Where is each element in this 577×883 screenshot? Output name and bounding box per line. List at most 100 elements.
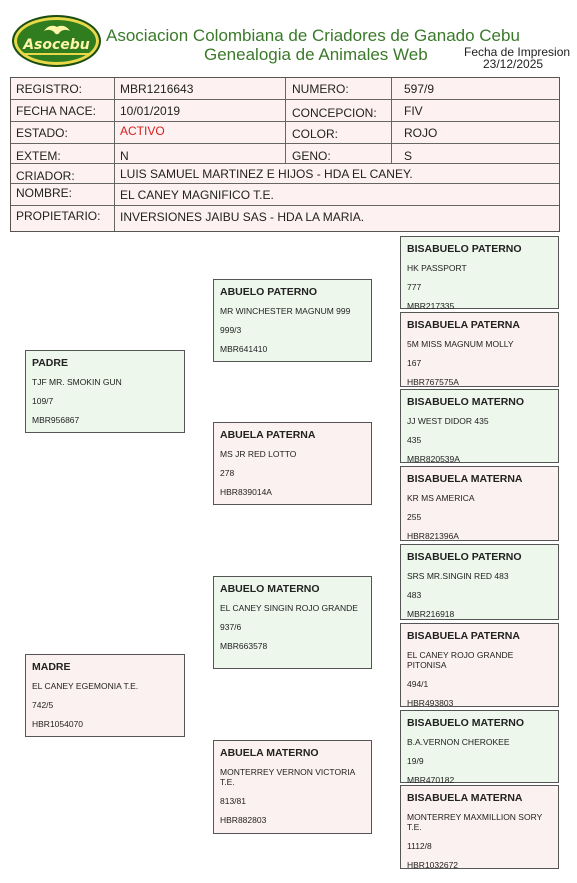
bisabuelo-paterno-box-1: BISABUELO PATERNO HK PASSPORT 777 MBR217…: [400, 236, 559, 311]
abuela-materno-title: ABUELA MATERNO: [220, 747, 319, 759]
padre-title: PADRE: [32, 357, 68, 369]
logo-stripe: [24, 53, 89, 55]
abuelo-paterno-number: 999/3: [220, 325, 242, 335]
nombre-value: EL CANEY MAGNIFICO T.E.: [120, 188, 274, 202]
fecha-nace-label: FECHA NACE:: [16, 104, 97, 118]
bisabuela-registry: HBR493803: [407, 698, 454, 708]
bisabuelo-registry: MBR217335: [407, 301, 455, 311]
print-date-value: 23/12/2025: [483, 57, 544, 71]
bisabuelo-title: BISABUELO MATERNO: [407, 717, 525, 729]
abuela-materno-registry: HBR882803: [220, 815, 267, 825]
page-subtitle: Genealogia de Animales Web: [204, 45, 428, 64]
color-label: COLOR:: [292, 127, 339, 141]
madre-registry: HBR1054070: [32, 719, 84, 729]
padre-name: TJF MR. SMOKIN GUN: [32, 377, 122, 387]
bisabuela-registry: HBR821396A: [407, 531, 459, 541]
bisabuela-number: 1112/8: [407, 841, 432, 851]
abuelo-materno-registry: MBR663578: [220, 641, 268, 651]
page-title: Asociacion Colombiana de Criadores de Ga…: [106, 26, 520, 45]
padre-registry: MBR956867: [32, 415, 80, 425]
madre-title: MADRE: [32, 661, 71, 673]
abuela-paterna-title: ABUELA PATERNA: [220, 429, 316, 441]
bisabuelo-materno-box-2: BISABUELO MATERNO B.A.VERNON CHEROKEE 19…: [400, 710, 559, 785]
bisabuela-name: EL CANEY ROJO GRANDE PITONISA: [407, 650, 514, 670]
padre-number: 109/7: [32, 396, 54, 406]
bisabuela-materna-box-1: BISABUELA MATERNA KR MS AMERICA 255 HBR8…: [400, 466, 559, 541]
bisabuela-registry: HBR1032672: [407, 860, 459, 870]
abuela-materno-name: MONTERREY VERNON VICTORIA T.E.: [220, 767, 355, 787]
abuela-paterna-number: 278: [220, 468, 235, 478]
bisabuela-name: KR MS AMERICA: [407, 493, 475, 503]
fecha-nace-value: 10/01/2019: [120, 104, 181, 118]
bisabuela-registry: HBR767575A: [407, 377, 459, 387]
madre-box: MADRE EL CANEY EGEMONIA T.E. 742/5 HBR10…: [25, 654, 185, 737]
abuelo-paterno-box: ABUELO PATERNO MR WINCHESTER MAGNUM 999 …: [213, 279, 372, 362]
concepcion-value: FIV: [404, 104, 423, 118]
bisabuelo-name: SRS MR.SINGIN RED 483: [407, 571, 509, 581]
criador-value: LUIS SAMUEL MARTINEZ E HIJOS - HDA EL CA…: [120, 167, 413, 181]
bisabuelo-name: B.A.VERNON CHEROKEE: [407, 737, 510, 747]
abuelo-paterno-title: ABUELO PATERNO: [220, 286, 318, 298]
abuela-materno-number: 813/81: [220, 796, 246, 806]
abuela-paterna-box: ABUELA PATERNA MS JR RED LOTTO 278 HBR83…: [213, 422, 372, 505]
madre-number: 742/5: [32, 700, 54, 710]
bisabuelo-materno-box-1: BISABUELO MATERNO JJ WEST DIDOR 435 435 …: [400, 389, 559, 464]
abuela-materno-box: ABUELA MATERNO MONTERREY VERNON VICTORIA…: [213, 740, 372, 834]
geno-label: GENO:: [292, 149, 331, 163]
abuelo-materno-title: ABUELO MATERNO: [220, 583, 320, 595]
bisabuela-number: 494/1: [407, 679, 429, 689]
bisabuelo-number: 435: [407, 435, 422, 445]
abuelo-materno-name: EL CANEY SINGIN ROJO GRANDE: [220, 603, 358, 613]
bisabuelo-paterno-box-2: BISABUELO PATERNO SRS MR.SINGIN RED 483 …: [400, 544, 559, 620]
bisabuelo-number: 19/9: [407, 756, 424, 766]
bisabuela-paterna-box-2: BISABUELA PATERNA EL CANEY ROJO GRANDE P…: [400, 623, 559, 708]
registro-label: REGISTRO:: [16, 82, 83, 96]
bisabuela-title: BISABUELA PATERNA: [407, 630, 520, 642]
bisabuela-title: BISABUELA MATERNA: [407, 473, 523, 485]
color-value: ROJO: [404, 126, 438, 140]
bisabuelo-name: HK PASSPORT: [407, 263, 467, 273]
bisabuelo-number: 483: [407, 590, 422, 600]
bisabuelo-title: BISABUELO PATERNO: [407, 551, 522, 563]
concepcion-label: CONCEPCION:: [292, 106, 377, 120]
print-date-label: Fecha de Impresion: [464, 45, 571, 59]
numero-label: NUMERO:: [292, 82, 349, 96]
nombre-label: NOMBRE:: [16, 186, 73, 200]
madre-name: EL CANEY EGEMONIA T.E.: [32, 681, 139, 691]
bull-icon: [44, 25, 70, 35]
bisabuela-paterna-box-1: BISABUELA PATERNA 5M MISS MAGNUM MOLLY 1…: [400, 312, 559, 387]
animal-info-table: REGISTRO: MBR1216643 NUMERO: 597/9 FECHA…: [10, 77, 560, 232]
abuela-paterna-registry: HBR839014A: [220, 487, 272, 497]
abuelo-materno-box: ABUELO MATERNO EL CANEY SINGIN ROJO GRAN…: [213, 576, 372, 669]
bisabuelo-registry: MBR820539A: [407, 454, 460, 464]
abuelo-paterno-registry: MBR641410: [220, 344, 268, 354]
criador-label: CRIADOR:: [16, 169, 75, 183]
bisabuelo-name: JJ WEST DIDOR 435: [407, 416, 489, 426]
extem-value: N: [120, 149, 129, 163]
bisabuela-number: 255: [407, 512, 422, 522]
registro-value: MBR1216643: [120, 82, 194, 96]
abuela-paterna-name: MS JR RED LOTTO: [220, 449, 297, 459]
bisabuela-name: 5M MISS MAGNUM MOLLY: [407, 339, 514, 349]
abuelo-materno-number: 937/6: [220, 622, 242, 632]
numero-value: 597/9: [404, 82, 435, 96]
estado-label: ESTADO:: [16, 126, 68, 140]
bisabuela-title: BISABUELA PATERNA: [407, 319, 520, 331]
estado-value: ACTIVO: [120, 124, 165, 138]
bisabuela-number: 167: [407, 358, 422, 368]
bisabuelo-number: 777: [407, 282, 422, 292]
logo-text: Asocebu: [23, 37, 90, 53]
propietario-value: INVERSIONES JAIBU SAS - HDA LA MARIA.: [120, 210, 365, 224]
propietario-label: PROPIETARIO:: [16, 209, 101, 223]
asocebu-logo: Asocebu: [12, 15, 101, 67]
bisabuela-name: MONTERREY MAXMILLION SORY T.E.: [407, 812, 543, 832]
abuelo-paterno-name: MR WINCHESTER MAGNUM 999: [220, 306, 351, 316]
padre-box: PADRE TJF MR. SMOKIN GUN 109/7 MBR956867: [25, 350, 185, 433]
bisabuelo-registry: MBR216918: [407, 609, 455, 619]
bisabuela-materna-box-2: BISABUELA MATERNA MONTERREY MAXMILLION S…: [400, 785, 559, 870]
bisabuelo-title: BISABUELO MATERNO: [407, 396, 525, 408]
bisabuela-title: BISABUELA MATERNA: [407, 792, 523, 804]
geno-value: S: [404, 149, 413, 163]
bisabuelo-registry: MBR470182: [407, 775, 455, 785]
bisabuelo-title: BISABUELO PATERNO: [407, 243, 522, 255]
